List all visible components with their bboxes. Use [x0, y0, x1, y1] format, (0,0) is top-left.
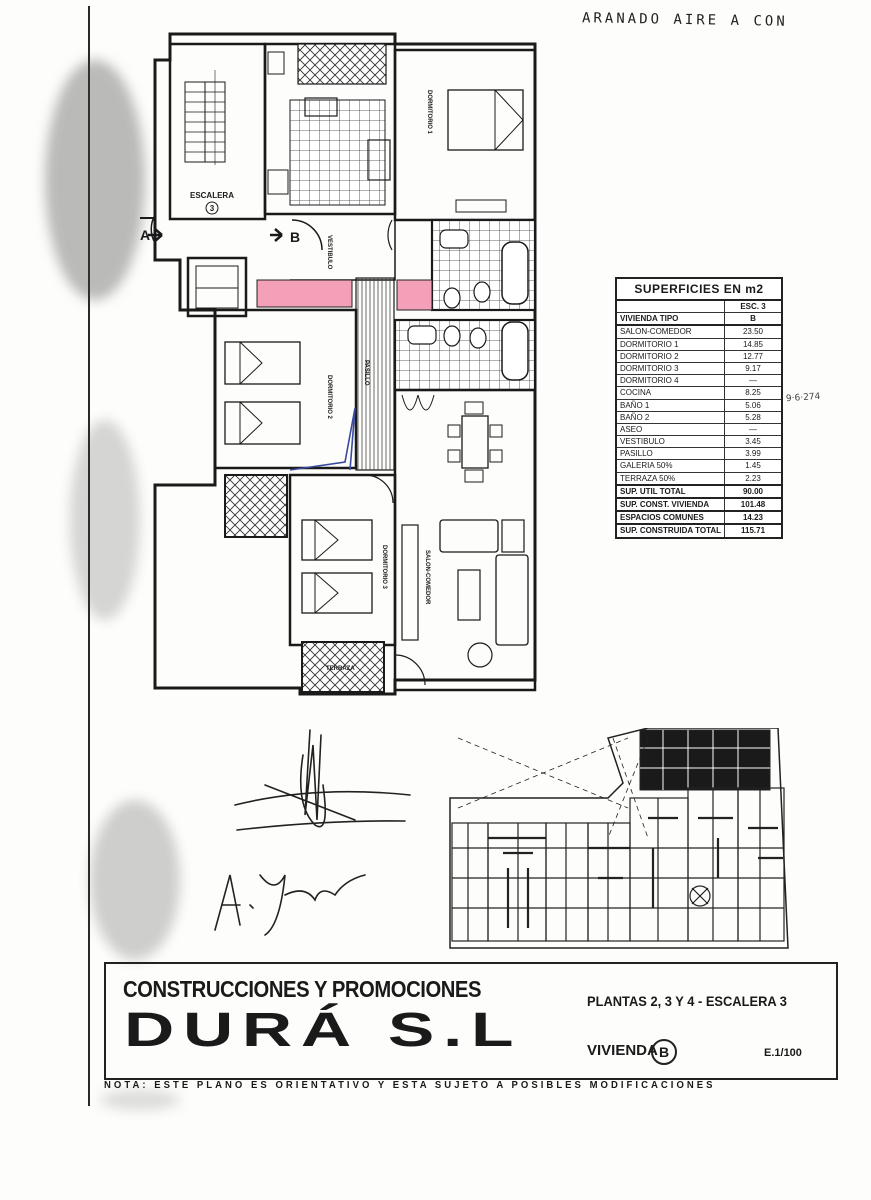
row-value: 9.17 — [745, 363, 761, 373]
handwritten-signature — [214, 729, 411, 936]
row-value: 14.85 — [742, 339, 764, 349]
surfaces-col-header: ESC. 3 — [740, 302, 766, 311]
company-name-line1: CONSTRUCCIONES Y PROMOCIONES — [123, 976, 482, 1002]
total-label: ESPACIOS COMUNES — [617, 512, 725, 524]
plantas-label: PLANTAS 2, 3 Y 4 - ESCALERA 3 — [587, 993, 787, 1009]
room-label-vestibulo: VESTIBULO — [326, 235, 332, 270]
door-b-label: B — [290, 229, 300, 245]
row-label: ASEO — [617, 423, 725, 436]
row-value: 5.28 — [745, 412, 761, 422]
table-row: BAÑO 2 5.28 — [617, 411, 781, 424]
table-row: DORMITORIO 3 9.17 — [617, 362, 781, 376]
total-row: SUP. CONST. VIVIENDA 101.48 — [617, 499, 781, 513]
row-label: DORMITORIO 4 — [617, 375, 725, 387]
title-block — [104, 962, 838, 1080]
row-value: 5.06 — [745, 400, 761, 410]
scale-label: E.1/100 — [764, 1047, 802, 1059]
room-label-pasillo: PASILLO — [363, 360, 369, 386]
stair-number: 3 — [210, 204, 215, 213]
room-label-dormitorio3: DORMITORIO 3 — [381, 545, 387, 590]
disclaimer-note: NOTA: ESTE PLANO ES ORIENTATIVO Y ESTA S… — [104, 1080, 716, 1091]
row-label: COCINA — [617, 387, 725, 399]
surfaces-col-header-blank — [617, 301, 725, 313]
row-label: TERRAZA 50% — [617, 472, 725, 484]
scan-speckle — [45, 60, 145, 300]
vivienda-label: VIVIENDA — [587, 1042, 658, 1059]
total-value: 101.48 — [740, 500, 766, 509]
room-label-dormitorio2: DORMITORIO 2 — [326, 375, 332, 420]
table-row: DORMITORIO 4 — — [617, 375, 781, 388]
total-label: SUP. CONSTRUIDA TOTAL — [617, 525, 725, 537]
total-value: 90.00 — [742, 486, 764, 496]
row-label: PASILLO — [617, 448, 725, 460]
row-value: 1.45 — [745, 461, 761, 471]
table-row: COCINA 8.25 — [617, 387, 781, 400]
row-value: 8.25 — [745, 388, 761, 398]
stair-label: ESCALERA — [190, 191, 234, 200]
total-label: SUP. CONST. VIVIENDA — [617, 499, 725, 511]
row-value: 23.50 — [742, 327, 764, 337]
row-value: — — [749, 376, 757, 386]
row-value: 3.45 — [745, 437, 761, 447]
row-value: 2.23 — [745, 473, 761, 483]
surfaces-title: SUPERFICIES EN m2 — [617, 279, 781, 301]
scan-speckle — [70, 420, 140, 620]
row-label: DORMITORIO 3 — [617, 362, 725, 375]
row-value: — — [749, 424, 757, 434]
table-row: BAÑO 1 5.06 — [617, 399, 781, 412]
surfaces-table: SUPERFICIES EN m2 ESC. 3 VIVIENDA TIPO B… — [615, 277, 783, 539]
total-row: ESPACIOS COMUNES 14.23 — [617, 512, 781, 526]
room-label-salon: SALON-COMEDOR — [424, 550, 430, 605]
total-value: 115.71 — [740, 526, 766, 536]
vivienda-badge: B — [651, 1039, 677, 1065]
total-row: SUP. CONSTRUIDA TOTAL 115.71 — [617, 525, 781, 537]
row-value: 12.77 — [742, 351, 764, 361]
surfaces-type-value: B — [750, 314, 756, 324]
door-a-label: A — [140, 227, 150, 243]
total-row: SUP. UTIL TOTAL 90.00 — [617, 485, 781, 499]
scan-speckle — [100, 1090, 180, 1110]
floor-plan: ESCALERA 3 A B VESTIBULO DORMITORIO 1 DO… — [140, 32, 537, 696]
table-row: DORMITORIO 1 14.85 — [617, 338, 781, 351]
row-label: BAÑO 1 — [617, 399, 725, 411]
total-label: SUP. UTIL TOTAL — [617, 485, 725, 497]
row-label: SALON-COMEDOR — [617, 326, 725, 338]
site-plan — [449, 728, 789, 949]
company-name-line2: DURÁ S.L — [124, 1004, 523, 1057]
row-value: 3.99 — [745, 449, 761, 459]
table-row: VESTIBULO 3.45 — [617, 436, 781, 449]
row-label: GALERIA 50% — [617, 460, 725, 472]
scan-speckle — [90, 800, 180, 960]
row-label: BAÑO 2 — [617, 411, 725, 423]
table-row: ASEO — — [617, 423, 781, 437]
room-label-dormitorio1: DORMITORIO 1 — [426, 90, 432, 135]
table-row: PASILLO 3.99 — [617, 448, 781, 461]
table-row: GALERIA 50% 1.45 — [617, 460, 781, 473]
table-row: DORMITORIO 2 12.77 — [617, 350, 781, 363]
table-row: TERRAZA 50% 2.23 — [617, 472, 781, 486]
surfaces-type-row: VIVIENDA TIPO B — [617, 313, 781, 327]
table-row: SALON-COMEDOR 23.50 — [617, 326, 781, 339]
total-value: 14.23 — [742, 513, 764, 523]
surfaces-type-label: VIVIENDA TIPO — [617, 313, 725, 325]
sheet-left-border — [88, 6, 850, 1106]
room-label-terraza: TERRAZA — [326, 666, 355, 672]
surfaces-col-header-row: ESC. 3 — [617, 301, 781, 314]
row-label: DORMITORIO 2 — [617, 350, 725, 362]
row-label: VESTIBULO — [617, 436, 725, 448]
row-label: DORMITORIO 1 — [617, 338, 725, 350]
